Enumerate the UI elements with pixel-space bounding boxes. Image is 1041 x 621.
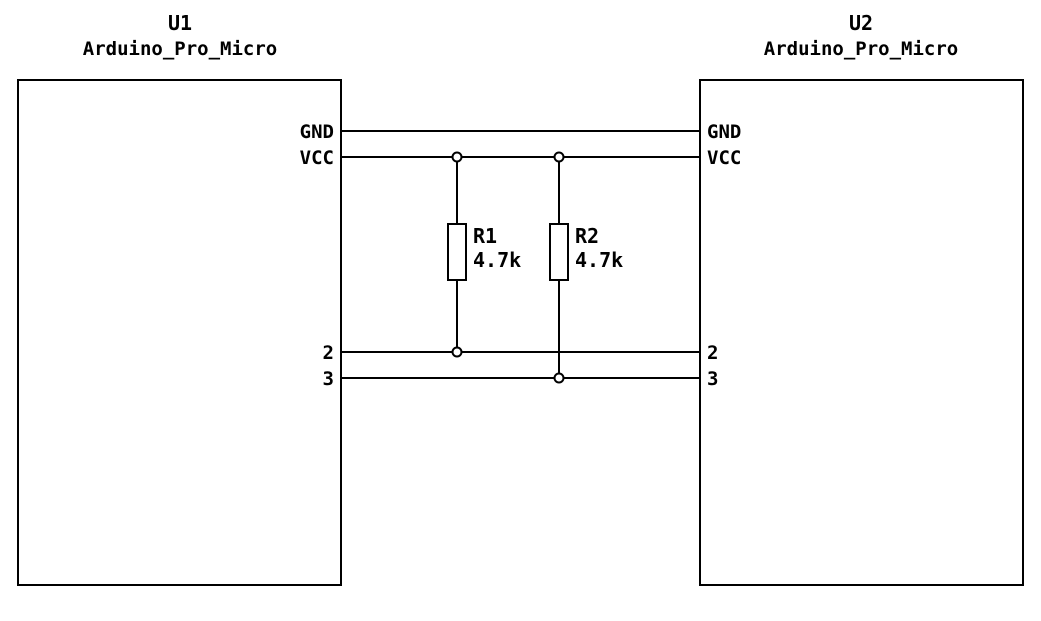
resistor-r1-ref: R1 xyxy=(473,224,497,248)
component-u1-pin-gnd-label: GND xyxy=(300,121,334,143)
junction-r1-vcc xyxy=(451,151,463,163)
component-u1-value: Arduino_Pro_Micro xyxy=(83,38,277,60)
component-u1-pin-3-label: 3 xyxy=(323,368,334,390)
resistor-r1-body xyxy=(447,223,467,281)
component-u1-body xyxy=(17,79,342,586)
component-u1: U1 Arduino_Pro_Micro GND VCC 2 3 xyxy=(17,11,342,586)
junctions xyxy=(451,151,565,384)
resistor-r2-value: 4.7k xyxy=(575,248,623,272)
component-u2-ref: U2 xyxy=(849,11,873,35)
component-u2-pin-3-label: 3 xyxy=(707,368,718,390)
component-u1-pin-vcc-label: VCC xyxy=(300,147,334,169)
component-u2-pin-gnd-label: GND xyxy=(707,121,741,143)
resistor-r1-value: 4.7k xyxy=(473,248,521,272)
junction-r2-vcc xyxy=(553,151,565,163)
component-u2-pin-vcc-label: VCC xyxy=(707,147,741,169)
component-u1-ref: U1 xyxy=(168,11,192,35)
component-u2: U2 Arduino_Pro_Micro GND VCC 2 3 xyxy=(699,11,1024,586)
resistor-r2: R2 4.7k xyxy=(549,223,623,281)
component-u2-value: Arduino_Pro_Micro xyxy=(764,38,958,60)
junction-r2-net3 xyxy=(553,372,565,384)
component-u2-body xyxy=(699,79,1024,586)
component-u2-pin-2-label: 2 xyxy=(707,342,718,364)
component-u1-pin-2-label: 2 xyxy=(323,342,334,364)
resistor-r2-ref: R2 xyxy=(575,224,599,248)
junction-r1-net2 xyxy=(451,346,463,358)
resistor-r1: R1 4.7k xyxy=(447,223,521,281)
resistor-r2-body xyxy=(549,223,569,281)
wires xyxy=(341,130,700,379)
